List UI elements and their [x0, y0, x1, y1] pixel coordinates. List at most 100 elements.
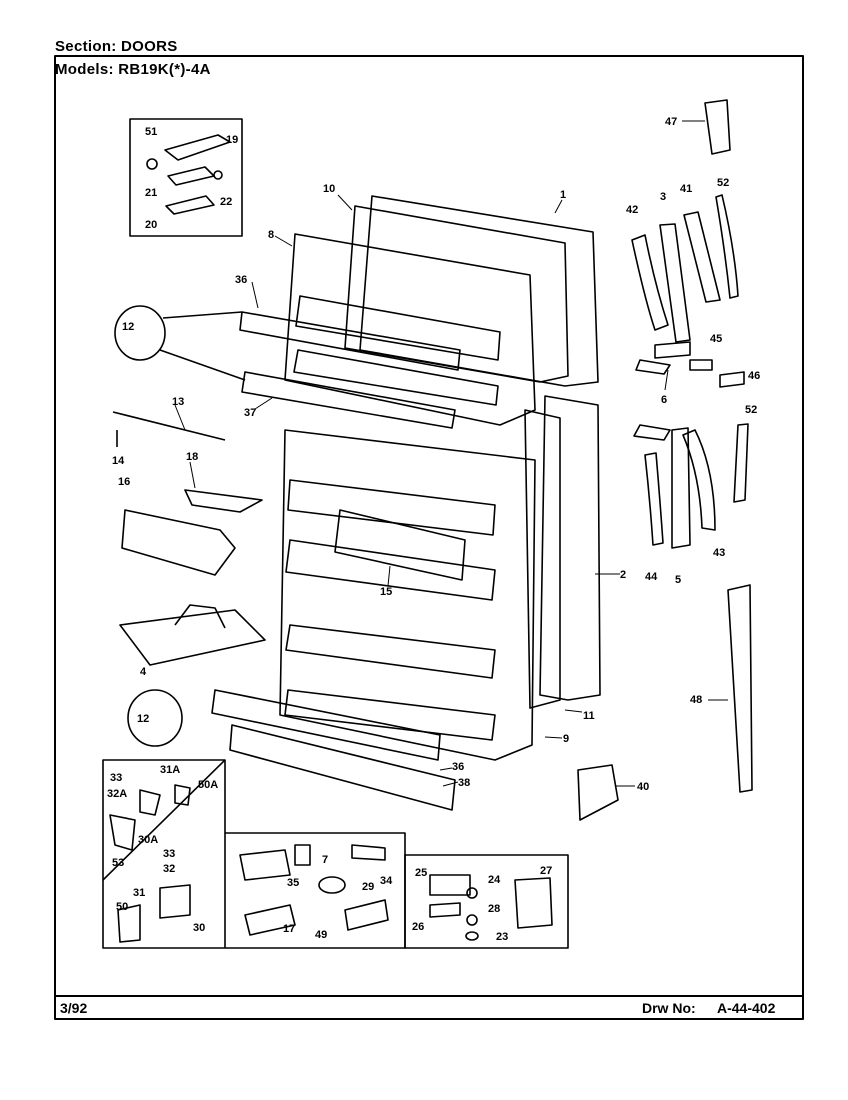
fresh-food-shelf-1 [287, 479, 496, 536]
bin-16 [121, 509, 236, 576]
pin-7 [294, 844, 311, 866]
washer-28 [466, 914, 478, 926]
cap-29 [318, 876, 346, 894]
hinge-35 [239, 849, 291, 881]
spacer-46 [719, 371, 745, 388]
fresh-food-gasket [524, 409, 561, 709]
spacer-45 [689, 359, 713, 371]
callout-45: 45 [710, 333, 722, 345]
callout-1: 1 [560, 189, 566, 201]
bracket-50 [117, 904, 141, 943]
plate-34 [351, 844, 386, 861]
callout-11: 11 [583, 710, 595, 722]
washer-24 [466, 887, 478, 899]
hinge-bracket-upper [654, 341, 691, 359]
callout-18: 18 [186, 451, 198, 463]
freezer-shelf-lower [293, 349, 499, 406]
bracket-30a [139, 789, 161, 816]
bracket-30 [159, 884, 191, 919]
callout-36b: 36 [452, 761, 464, 773]
fresh-food-outer-door [539, 395, 601, 701]
callout-12b: 12 [137, 713, 149, 725]
hinge-part-5 [671, 427, 691, 549]
hinge-part-42 [631, 234, 669, 331]
hinge-part-52 [715, 194, 739, 299]
callout-19: 19 [226, 134, 238, 146]
fresh-food-shelf-4 [284, 689, 496, 741]
callout-32: 32 [163, 863, 175, 875]
trim-48 [727, 584, 753, 793]
callout-34: 34 [380, 875, 393, 887]
callout-22: 22 [220, 196, 232, 208]
callout-15: 15 [380, 586, 392, 598]
detail-circle-lower [127, 689, 183, 747]
hinge-plate-lower [165, 195, 215, 215]
callout-52b: 52 [745, 404, 757, 416]
freezer-shelf-upper [295, 295, 501, 361]
callout-28: 28 [488, 903, 500, 915]
hinge-pin-6 [635, 359, 671, 375]
callout-31: 31 [133, 887, 145, 899]
callout-20: 20 [145, 219, 157, 231]
callout-24: 24 [488, 874, 501, 886]
freezer-door-liner [284, 233, 536, 426]
hinge-27 [514, 877, 553, 929]
ice-tray-handle [174, 604, 226, 629]
ice-tray-4 [119, 609, 266, 666]
callout-3: 3 [660, 191, 666, 203]
hinge-part-43 [682, 429, 716, 531]
shelf-bar-38 [229, 724, 456, 811]
hinge-plate-upper [167, 166, 215, 186]
callout-17: 17 [283, 923, 295, 935]
fresh-food-shelf-3 [285, 624, 496, 679]
callout-8: 8 [268, 229, 274, 241]
callout-9: 9 [563, 733, 569, 745]
callout-36: 36 [235, 274, 247, 286]
callout-41: 41 [680, 183, 692, 195]
freezer-gasket [344, 205, 569, 383]
callout-29: 29 [362, 881, 374, 893]
plate-17 [244, 904, 296, 936]
cap-part [146, 158, 158, 170]
detail-leader-upper-b [159, 349, 246, 381]
callout-21: 21 [145, 187, 157, 199]
bracket-53 [109, 814, 136, 851]
drawing-frame [54, 55, 804, 1020]
callout-37: 37 [244, 407, 256, 419]
callout-6: 6 [661, 394, 667, 406]
callout-33b: 33 [163, 848, 175, 860]
callout-35: 35 [287, 877, 299, 889]
hinge-part-41 [683, 211, 721, 303]
shelf-bar-37 [241, 371, 456, 429]
callout-30a: 30A [138, 834, 158, 846]
callout-53: 53 [112, 857, 124, 869]
footer-drawing-number: A-44-402 [717, 1000, 776, 1016]
callout-30: 30 [193, 922, 205, 934]
hinge-part-3 [659, 223, 691, 343]
callout-49: 49 [315, 929, 327, 941]
callout-38: 38 [458, 777, 470, 789]
tray-18 [184, 489, 263, 513]
hinge-part-44 [644, 452, 664, 546]
footer-date: 3/92 [60, 1000, 87, 1016]
callout-27: 27 [540, 865, 552, 877]
hinge-part-52b [733, 423, 749, 503]
hinge-cap-47 [704, 99, 731, 155]
callout-40: 40 [637, 781, 649, 793]
fresh-food-door-liner [279, 429, 536, 761]
callout-4: 4 [140, 666, 147, 678]
detail-leader-upper-a [162, 311, 243, 319]
freezer-outer-door [359, 195, 599, 387]
callout-46: 46 [748, 370, 760, 382]
detail-circle-upper [114, 305, 166, 361]
callout-48: 48 [690, 694, 702, 706]
rod-13 [112, 411, 226, 441]
callout-14: 14 [112, 455, 125, 467]
hinge-bracket-lower [633, 424, 671, 441]
callout-32a: 32A [107, 788, 127, 800]
callout-12a: 12 [122, 321, 134, 333]
dairy-bin-15 [334, 509, 466, 581]
callout-31a: 31A [160, 764, 180, 776]
washer-23 [465, 931, 479, 941]
section-heading: Section: DOORS [55, 38, 178, 55]
